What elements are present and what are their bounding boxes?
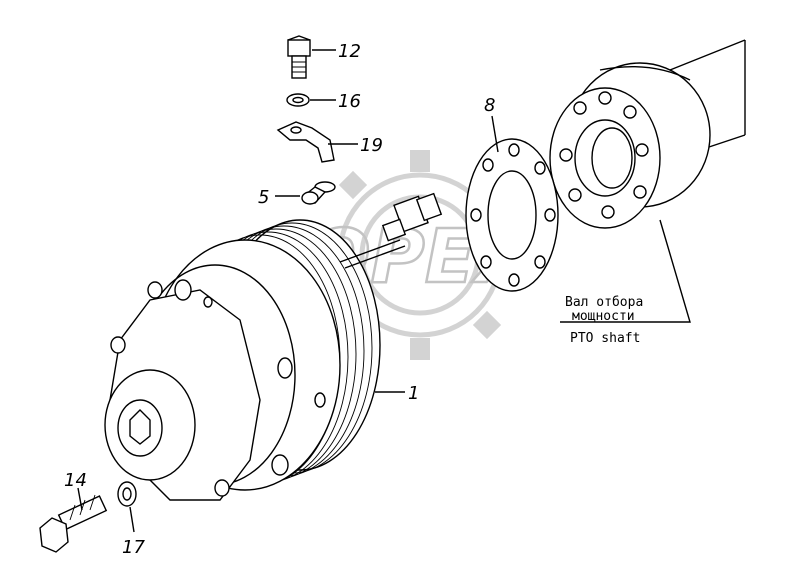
washer-16: [286, 93, 310, 107]
washer-17: [117, 481, 137, 507]
pto-shaft-caption: Вал отбора мощности PTO shaft: [565, 295, 643, 346]
clip-19: [276, 121, 335, 163]
callout-1: 1: [408, 383, 419, 404]
gasket-8: [465, 138, 559, 292]
caption-line-2: мощности: [572, 309, 635, 324]
callout-labels: 12 16 19 5 8 1 14 17: [64, 41, 495, 558]
callout-17: 17: [122, 537, 145, 558]
callout-19: 19: [360, 135, 383, 156]
callout-5: 5: [258, 187, 269, 208]
callout-8: 8: [484, 95, 495, 116]
caption-line-1: Вал отбора: [565, 295, 643, 310]
callout-16: 16: [338, 91, 361, 112]
callout-12: 12: [338, 41, 361, 62]
callout-14: 14: [64, 470, 87, 491]
bolt-12: [287, 35, 311, 79]
bolt-14: [39, 494, 108, 553]
pto-shaft-housing: [549, 39, 746, 229]
sleeve-5: [301, 181, 336, 205]
pulley-assembly-1: [104, 192, 443, 501]
leader-lines: [77, 49, 691, 533]
caption-line-3: PTO shaft: [570, 331, 640, 346]
